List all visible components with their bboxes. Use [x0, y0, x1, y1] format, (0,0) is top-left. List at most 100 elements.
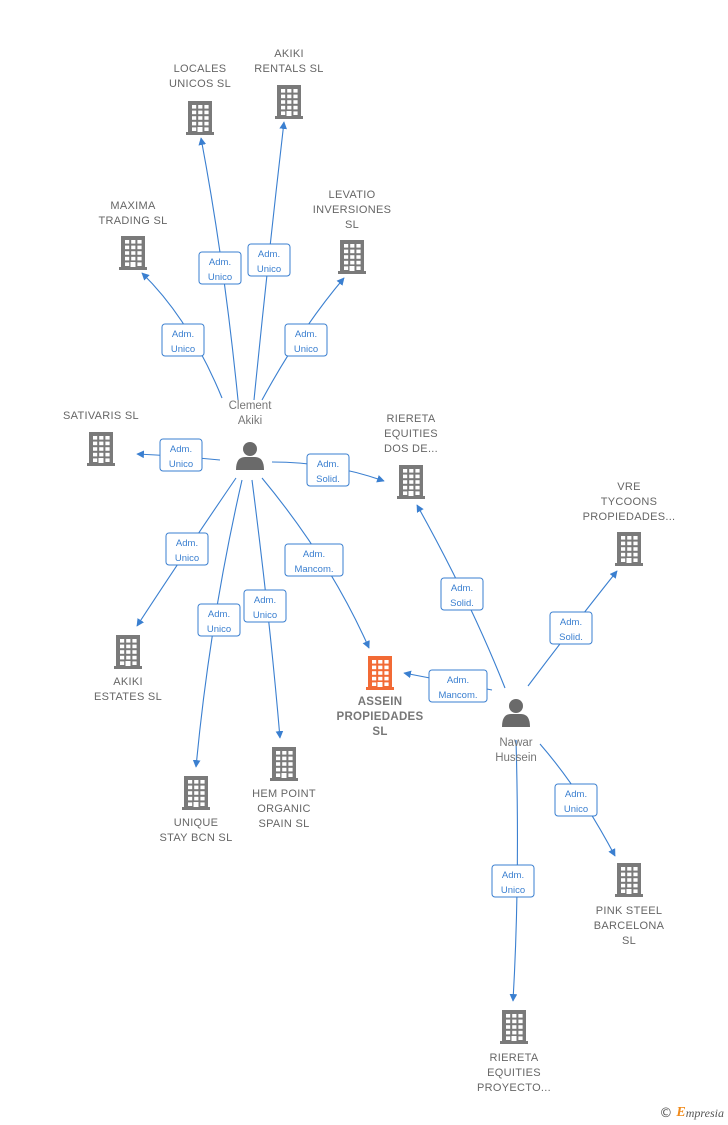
edge-label-text: Adm. [209, 257, 231, 268]
building-icon [87, 432, 115, 466]
node-levatio[interactable]: LEVATIO INVERSIONES SL [313, 189, 392, 274]
building-icon [186, 101, 214, 135]
edge-label-box [243, 589, 287, 623]
node-label-assein: PROPIEDADES [336, 711, 423, 723]
edge-label-text: Adm. [447, 675, 469, 686]
edge-label-text: Adm. [254, 595, 276, 606]
edge-label-text: Unico [501, 885, 525, 896]
node-label-hem: SPAIN SL [258, 818, 309, 830]
node-label-riereta_proy: PROYECTO... [477, 1082, 551, 1094]
node-label-riereta_dos: EQUITIES [384, 428, 438, 440]
building-icon [338, 240, 366, 274]
edge-label-box [491, 864, 535, 898]
edge-label-text: Adm. [170, 444, 192, 455]
edge-label-clement-to-maxima[interactable]: Adm.Unico [161, 323, 205, 357]
person-icon [502, 699, 530, 727]
building-icon [500, 1010, 528, 1044]
edge-label-text: Adm. [303, 549, 325, 560]
node-label-riereta_proy: RIERETA [490, 1052, 539, 1064]
edge-label-nawar-to-riereta_dos[interactable]: Adm.Solid. [440, 577, 484, 611]
edge-label-text: Adm. [172, 329, 194, 340]
node-akiki_estates[interactable]: AKIKI ESTATES SL [94, 635, 162, 703]
node-label-pink: SL [622, 935, 636, 947]
edge-label-text: Unico [257, 264, 281, 275]
edge-label-clement-to-sativaris[interactable]: Adm.Unico [159, 438, 203, 472]
edge-label-clement-to-akiki_rentals[interactable]: Adm. Unico [247, 243, 291, 277]
building-icon [275, 85, 303, 119]
edge-label-text: Unico [564, 804, 588, 815]
node-label-vre: PROPIEDADES... [583, 511, 676, 523]
edge-label-text: Adm. [560, 617, 582, 628]
edge-label-clement-to-assein[interactable]: Adm. Mancom. [284, 543, 344, 577]
edge-label-text: Unico [175, 553, 199, 564]
node-label-akiki_estates: AKIKI [113, 676, 143, 688]
edge-label-text: Unico [207, 624, 231, 635]
edge-label-clement-to-akiki_estates[interactable]: Adm.Unico [165, 532, 209, 566]
edge-label-clement-to-levatio[interactable]: Adm. Unico [284, 323, 328, 357]
edge-label-text: Adm. [565, 789, 587, 800]
edge-label-nawar-to-assein[interactable]: Adm.Mancom. [428, 669, 488, 703]
node-label-clement: Akiki [238, 415, 262, 427]
edge-label-text: Solid. [559, 632, 583, 643]
edge-label-box [197, 603, 241, 637]
edge-label-text: Solid. [316, 474, 340, 485]
node-label-akiki_estates: ESTATES SL [94, 691, 162, 703]
edge-label-clement-to-hem[interactable]: Adm.Unico [243, 589, 287, 623]
edge-label-text: Adm. [317, 459, 339, 470]
edge-label-box [284, 543, 344, 577]
node-sativaris[interactable]: SATIVARIS SL [63, 410, 139, 466]
edge-label-text: Adm. [258, 249, 280, 260]
edge-label-clement-to-riereta_dos[interactable]: Adm. Solid. [306, 453, 350, 487]
edge-labels-layer: Adm.UnicoAdm.UnicoAdm.UnicoAdm.UnicoAdm.… [159, 243, 598, 898]
edge-label-nawar-to-pink[interactable]: Adm. Unico [554, 783, 598, 817]
node-label-clement: Clement [229, 400, 273, 412]
edge-label-text: Solid. [450, 598, 474, 609]
node-vre[interactable]: VRE TYCOONS PROPIEDADES... [583, 481, 676, 566]
edge-label-clement-to-unique[interactable]: Adm. Unico [197, 603, 241, 637]
edge-label-box [165, 532, 209, 566]
node-label-maxima: TRADING SL [98, 215, 167, 227]
edge-label-clement-to-locales[interactable]: Adm.Unico [198, 251, 242, 285]
node-label-levatio: LEVATIO [329, 189, 376, 201]
node-riereta_proy[interactable]: RIERETAEQUITIESPROYECTO... [477, 1010, 551, 1094]
copyright-symbol: © [659, 1105, 673, 1121]
node-label-levatio: INVERSIONES [313, 204, 392, 216]
node-label-vre: VRE [617, 481, 641, 493]
building-icon [615, 863, 643, 897]
edge-label-nawar-to-vre[interactable]: Adm. Solid. [549, 611, 593, 645]
building-icon [270, 747, 298, 781]
edge-label-text: Mancom. [294, 564, 333, 575]
person-icon [236, 442, 264, 470]
edge-label-nawar-to-riereta_proy[interactable]: Adm.Unico [491, 864, 535, 898]
edge-label-box [554, 783, 598, 817]
edge-label-text: Unico [294, 344, 318, 355]
node-label-akiki_rentals: AKIKI [274, 48, 304, 60]
node-label-pink: BARCELONA [594, 920, 665, 932]
node-label-assein: SL [372, 726, 387, 738]
node-label-nawar: Nawar [499, 737, 532, 749]
edge-label-text: Adm. [208, 609, 230, 620]
brand-logo-initial: E [676, 1105, 686, 1120]
node-label-akiki_rentals: RENTALS SL [254, 63, 323, 75]
brand-logo-text: mpresia [685, 1105, 724, 1120]
building-icon [397, 465, 425, 499]
node-label-unique: STAY BCN SL [160, 832, 233, 844]
node-label-levatio: SL [345, 219, 359, 231]
edge-label-box [549, 611, 593, 645]
node-label-hem: ORGANIC [257, 803, 310, 815]
edge-label-text: Adm. [295, 329, 317, 340]
building-icon [366, 656, 394, 690]
node-label-vre: TYCOONS [601, 496, 658, 508]
node-akiki_rentals[interactable]: AKIKI RENTALS SL [254, 48, 323, 119]
edge-label-box [306, 453, 350, 487]
